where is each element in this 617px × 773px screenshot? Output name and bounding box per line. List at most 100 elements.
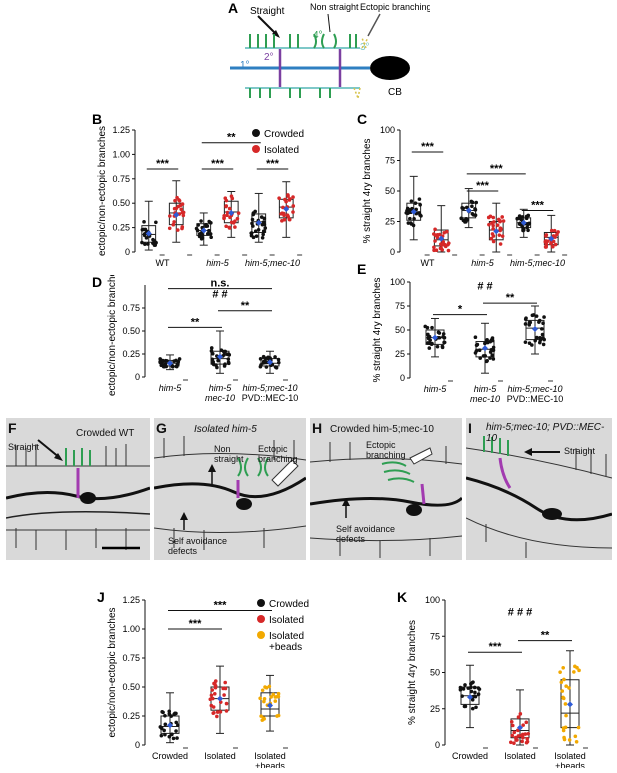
tertiary-branches (245, 47, 360, 89)
y-axis-label: % straight 4ry branches (372, 277, 383, 382)
data-point (223, 680, 228, 685)
data-point (490, 353, 495, 357)
legend-label-isolated: Isolated (264, 145, 299, 156)
data-point (521, 723, 525, 727)
data-point (564, 713, 568, 718)
data-point (216, 358, 220, 363)
significance-label: ** (191, 316, 200, 328)
data-point (170, 364, 175, 368)
data-point (226, 357, 231, 361)
panel-label: H (312, 420, 323, 436)
data-point (235, 216, 240, 221)
data-point (551, 239, 556, 244)
data-point (208, 232, 213, 236)
data-point (409, 221, 413, 225)
data-point (222, 350, 227, 354)
data-point (469, 199, 474, 204)
data-point (251, 212, 256, 217)
data-point (227, 206, 232, 211)
data-point (472, 685, 477, 690)
chart-b: B00.250.500.751.001.25ectopic/non-ectopi… (92, 111, 303, 268)
data-point (181, 213, 186, 218)
label-non-straight: Non straight (310, 2, 359, 12)
data-point (253, 229, 258, 234)
panel-label: G (156, 420, 167, 436)
data-point (439, 242, 443, 247)
data-point (473, 690, 477, 695)
data-point (432, 248, 436, 253)
pointer-non-straight (327, 13, 331, 33)
significance-label: n.s. (211, 278, 230, 290)
data-point (176, 362, 180, 366)
data-point (258, 696, 262, 701)
y-tick-label: 100 (380, 125, 395, 135)
mean-marker (567, 701, 573, 708)
data-point (521, 228, 526, 232)
significance-label: *** (476, 180, 490, 192)
data-point (163, 732, 167, 737)
data-point (549, 228, 554, 233)
mean-marker (465, 207, 472, 214)
data-point (174, 364, 179, 369)
data-point (264, 360, 268, 365)
data-point (143, 227, 148, 232)
data-point (291, 195, 295, 199)
data-point (543, 245, 548, 249)
data-point (171, 222, 176, 227)
y-tick-label: 100 (390, 277, 405, 287)
data-point (218, 709, 223, 714)
data-point (276, 360, 281, 365)
data-point (210, 688, 215, 692)
data-point (541, 342, 546, 347)
data-point (437, 232, 442, 237)
data-point (163, 722, 168, 727)
data-point (260, 688, 265, 693)
category-label-line: WT (421, 258, 435, 268)
legend-label-line: Isolated (269, 631, 304, 642)
data-point (273, 699, 278, 703)
data-point (558, 670, 562, 674)
y-tick-label: 50 (385, 186, 395, 196)
data-point (276, 357, 281, 362)
data-point (488, 214, 493, 219)
data-point (446, 248, 451, 253)
data-point (263, 226, 268, 230)
data-point (501, 219, 506, 223)
data-point (285, 213, 290, 218)
mean-marker (228, 209, 235, 216)
y-tick-label: 0 (400, 373, 405, 383)
data-point (262, 216, 267, 221)
panel-a: A Straight Non straight Ectopic branchin… (210, 0, 432, 100)
data-point (172, 206, 177, 211)
data-point (560, 689, 565, 693)
data-point (212, 710, 216, 715)
data-point (175, 195, 179, 200)
pointer-ectopic (367, 13, 381, 37)
data-point (474, 200, 479, 205)
data-point (274, 365, 279, 370)
data-point (473, 351, 478, 355)
legend-marker-isolated-beads (257, 631, 265, 639)
significance-label: *** (211, 158, 225, 170)
data-point (165, 359, 169, 363)
note-straight: Straight (8, 442, 40, 452)
label-straight: Straight (250, 6, 285, 17)
data-point (491, 345, 496, 350)
data-point (408, 216, 412, 221)
category-label-line: him-5;mec-10 (507, 384, 562, 394)
data-point (224, 224, 228, 229)
data-point (520, 224, 524, 228)
data-point (485, 338, 489, 342)
data-point (512, 730, 517, 735)
y-tick-label: 0.75 (112, 174, 130, 184)
category-label-line: Crowded (452, 751, 488, 761)
data-point (463, 683, 467, 687)
data-point (440, 248, 445, 252)
legend-b: Crowded Isolated (250, 125, 340, 164)
note-self-avoidance: Self avoidance defects (168, 536, 228, 556)
data-point (470, 706, 475, 711)
data-point (474, 705, 478, 710)
data-point (211, 360, 215, 364)
